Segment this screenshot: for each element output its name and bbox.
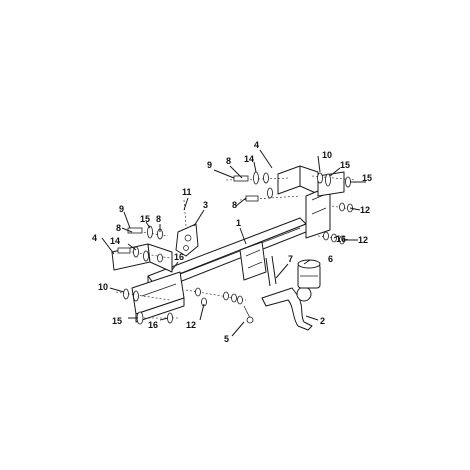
callout-label: 7 bbox=[288, 254, 293, 264]
tow-ball-part bbox=[261, 286, 313, 331]
callout-label: 15 bbox=[340, 160, 350, 170]
callout-label: 15 bbox=[362, 173, 372, 183]
right-side-bracket bbox=[277, 165, 345, 239]
callout-label: 8 bbox=[226, 156, 231, 166]
callout-label: 15 bbox=[112, 316, 122, 326]
callout-labels: 1 2 3 4 4 5 6 7 8 8 8 8 9 9 10 10 11 12 … bbox=[92, 140, 372, 344]
callout-label: 16 bbox=[174, 252, 184, 262]
callout-label: 16 bbox=[148, 320, 158, 330]
callout-label: 9 bbox=[119, 204, 124, 214]
callout-label: 16 bbox=[336, 234, 346, 244]
callout-label: 11 bbox=[182, 187, 192, 197]
callout-label: 4 bbox=[92, 233, 97, 243]
electrical-socket-part bbox=[297, 259, 321, 289]
callout-label: 8 bbox=[232, 200, 237, 210]
callout-label: 14 bbox=[244, 154, 254, 164]
callout-label: 4 bbox=[254, 140, 259, 150]
callout-label: 8 bbox=[116, 223, 121, 233]
callout-label: 12 bbox=[360, 205, 370, 215]
callout-label: 10 bbox=[322, 150, 332, 160]
callout-label: 12 bbox=[358, 235, 368, 245]
callout-label: 8 bbox=[156, 214, 161, 224]
bracket-plate-part bbox=[175, 223, 199, 257]
callout-label: 10 bbox=[98, 282, 108, 292]
callout-label: 9 bbox=[207, 160, 212, 170]
leader-lines bbox=[101, 149, 366, 337]
callout-label: 2 bbox=[320, 316, 325, 326]
callout-label: 15 bbox=[140, 214, 150, 224]
callout-label: 14 bbox=[110, 236, 120, 246]
callout-label: 12 bbox=[186, 320, 196, 330]
callout-label: 1 bbox=[236, 218, 241, 228]
callout-label: 6 bbox=[328, 254, 333, 264]
callout-label: 5 bbox=[224, 334, 229, 344]
callout-label: 3 bbox=[203, 200, 208, 210]
